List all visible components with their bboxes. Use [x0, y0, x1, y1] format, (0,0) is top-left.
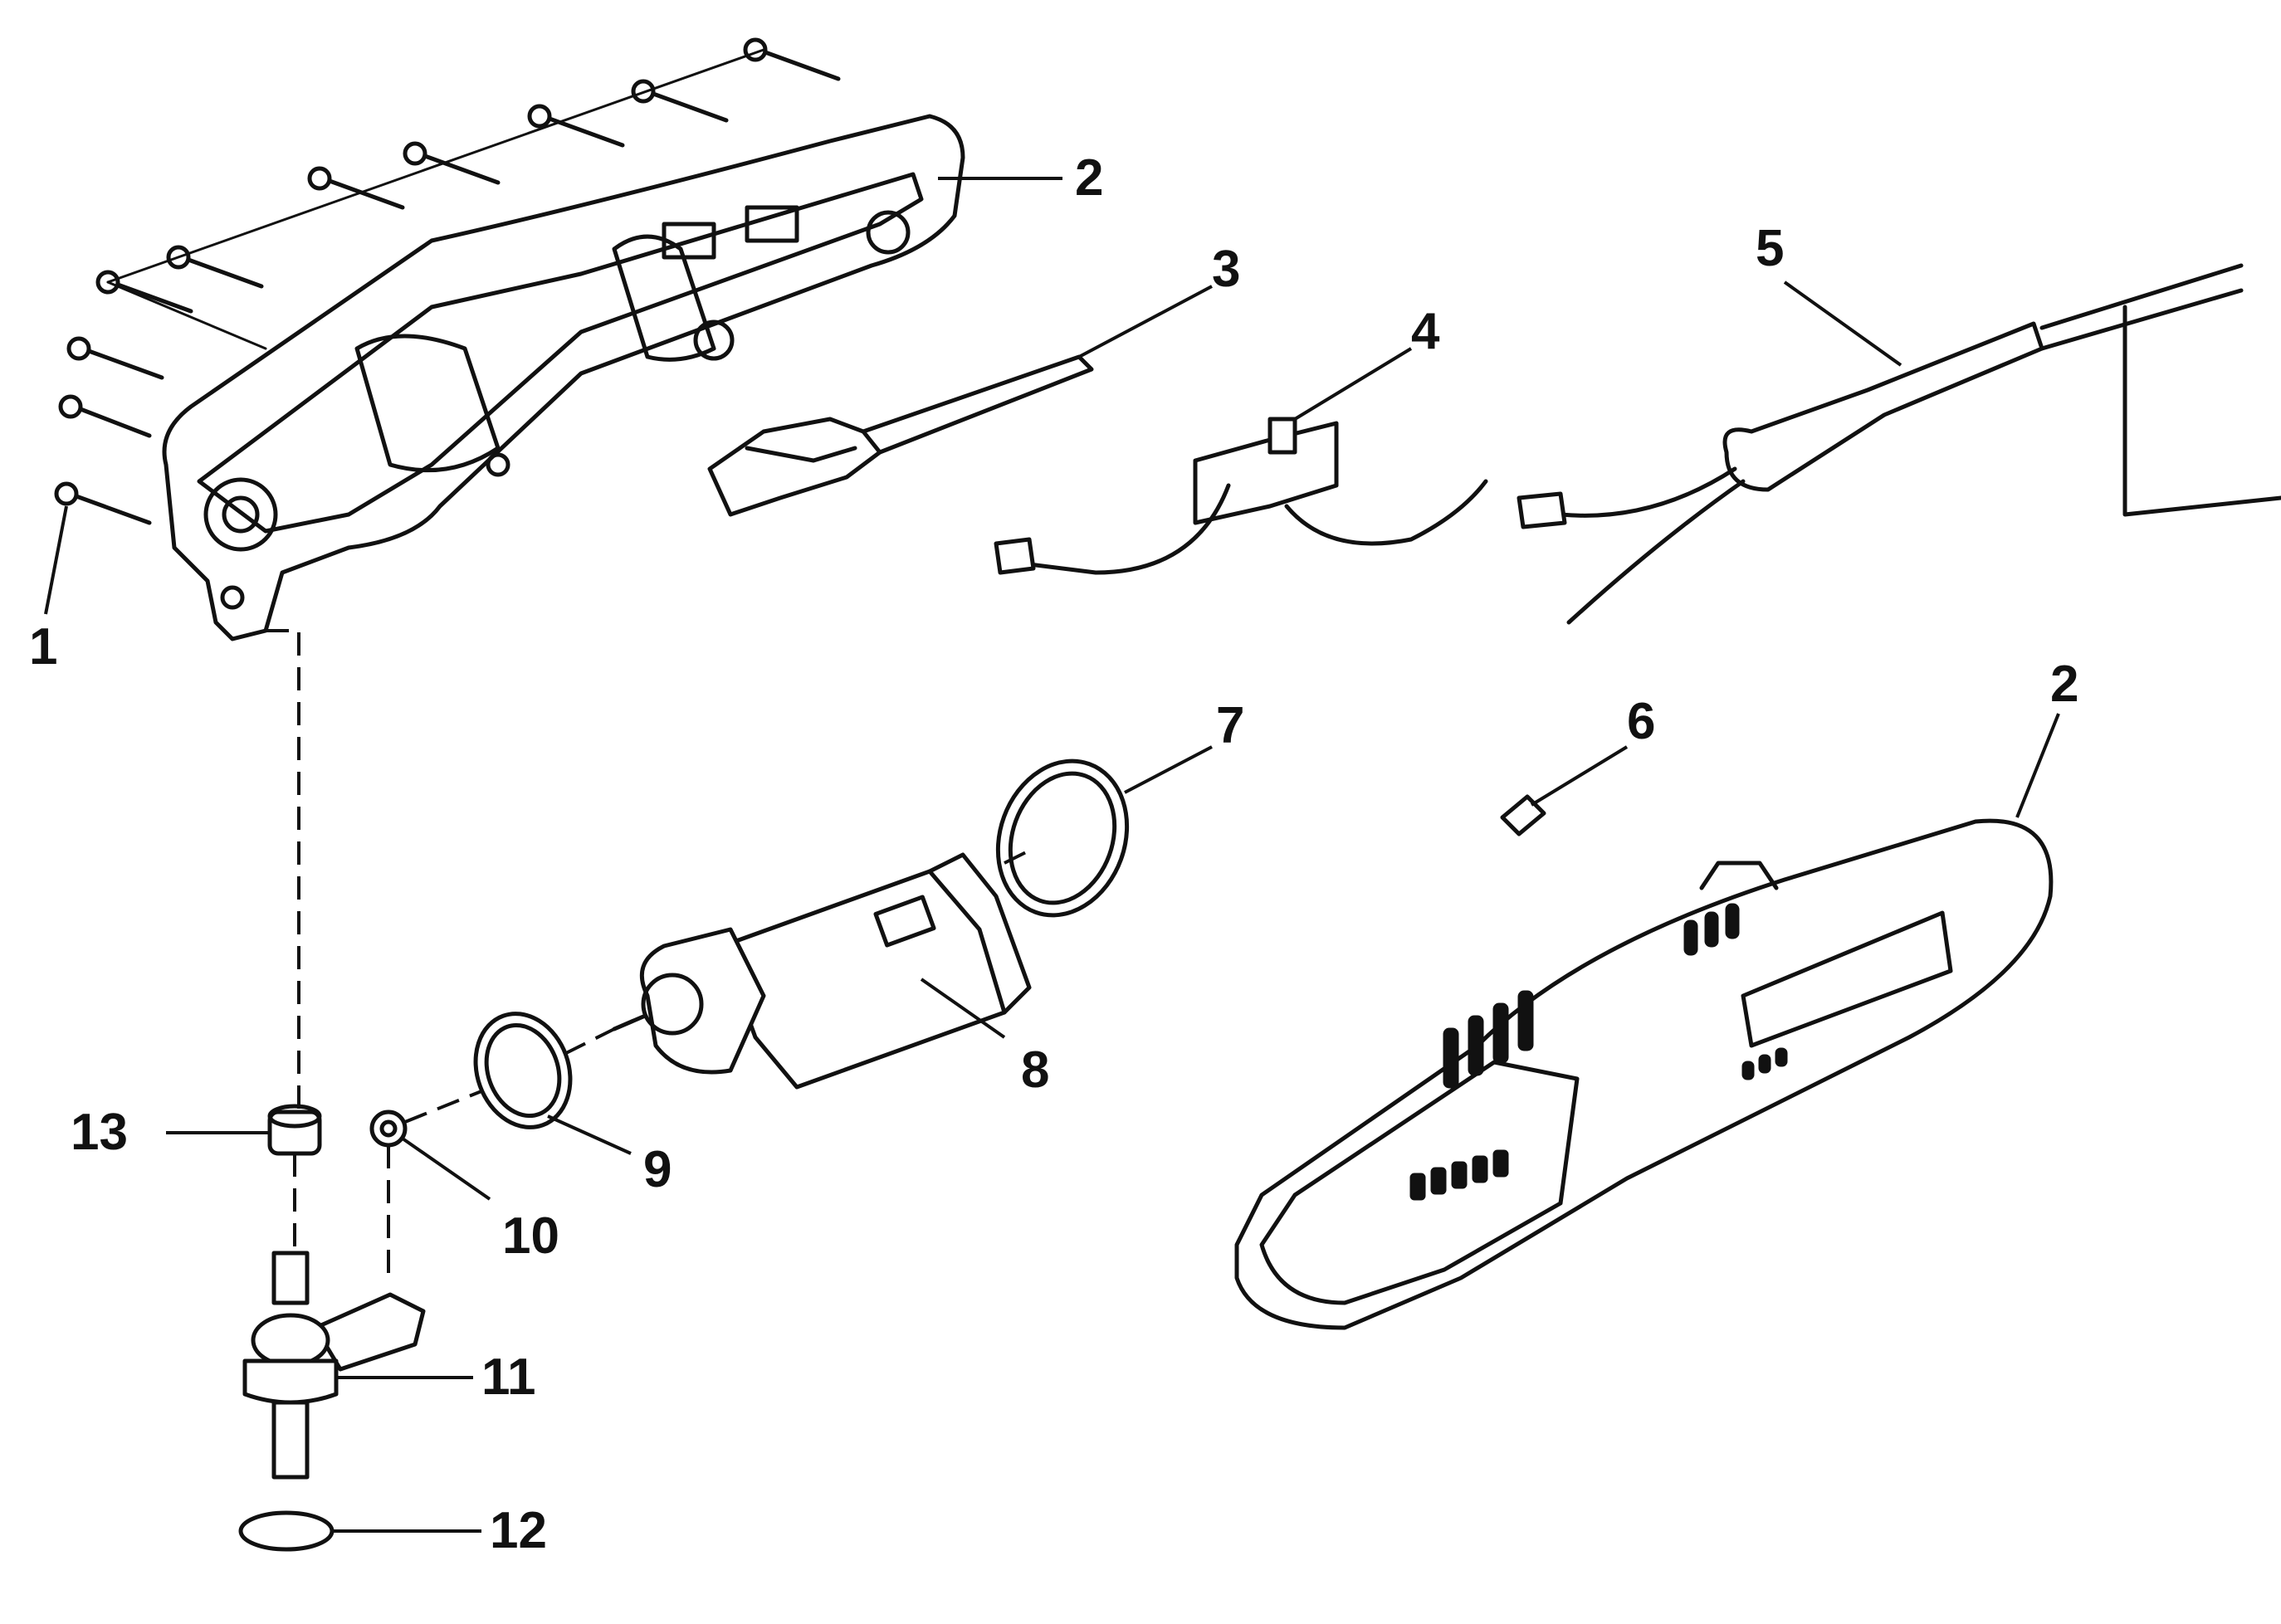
callout-9: 9 — [643, 1141, 672, 1198]
callout-3: 3 — [1212, 241, 1240, 298]
vent-slots — [1409, 903, 1788, 1201]
ring-small — [473, 1012, 573, 1129]
switch-slider — [707, 354, 1094, 517]
callout-2-top: 2 — [1075, 149, 1103, 207]
spindle-assembly — [242, 1251, 426, 1480]
o-ring — [238, 1510, 335, 1552]
callout-7: 7 — [1216, 697, 1244, 754]
callout-1: 1 — [29, 618, 57, 675]
leader-lines — [44, 177, 2060, 1533]
callout-13: 13 — [71, 1104, 128, 1161]
power-cord — [1517, 263, 2281, 625]
ring-large — [995, 758, 1130, 918]
callout-11: 11 — [481, 1348, 536, 1406]
motor — [612, 852, 1032, 1090]
screws — [54, 37, 841, 525]
bushing — [267, 1104, 322, 1156]
assembly-lines — [266, 629, 1030, 1278]
nut-small — [369, 1109, 408, 1148]
callout-12: 12 — [490, 1502, 547, 1559]
callout-5: 5 — [1756, 220, 1784, 277]
housing-half — [162, 114, 965, 641]
housing-assembled — [1234, 818, 2054, 1330]
callout-2-bottom: 2 — [2050, 656, 2078, 713]
callout-10: 10 — [502, 1207, 559, 1265]
switch — [994, 417, 1488, 575]
callout-8: 8 — [1021, 1041, 1049, 1099]
callout-4: 4 — [1411, 303, 1440, 360]
brush-tip — [1500, 794, 1546, 836]
callout-labels: 1 2 3 4 5 2 6 7 8 9 10 11 12 13 — [29, 149, 2078, 1559]
callout-6: 6 — [1627, 693, 1655, 750]
